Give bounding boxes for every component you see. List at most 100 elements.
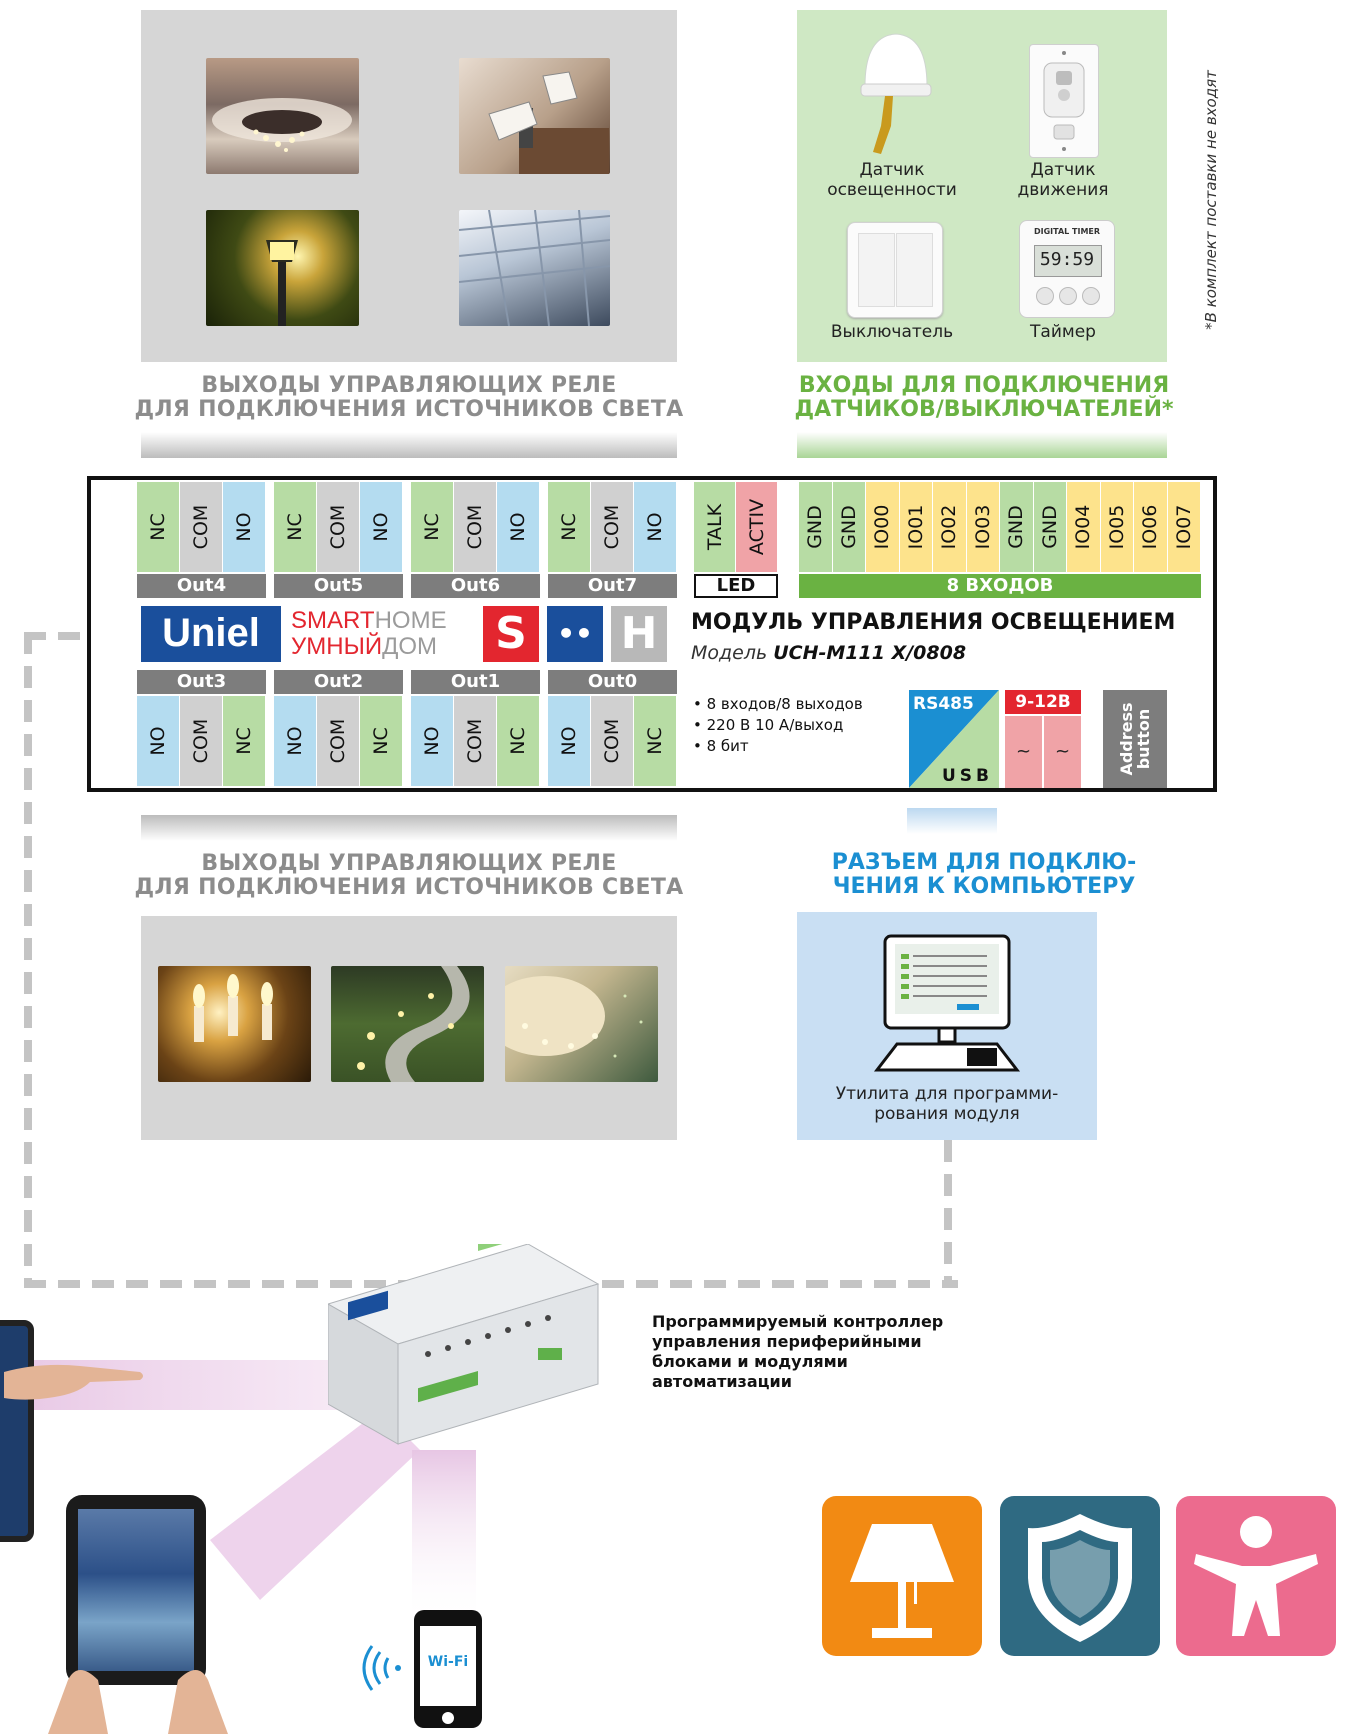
relay-outputs-heading-top: ВЫХОДЫ УПРАВЛЯЮЩИХ РЕЛЕ ДЛЯ ПОДКЛЮЧЕНИЯ … <box>120 374 698 422</box>
term-no[interactable]: NO <box>411 696 454 786</box>
ceiling-panel-photo <box>459 210 610 326</box>
term-label: NC <box>370 727 392 755</box>
heading-line-1: ВЫХОДЫ УПРАВЛЯЮЩИХ РЕЛЕ <box>201 851 617 876</box>
term-label: NO <box>558 726 580 756</box>
term-nc[interactable]: NC <box>497 696 540 786</box>
output-label: Out5 <box>274 574 403 598</box>
controller-caption: Программируемый контроллер управления пе… <box>652 1312 943 1392</box>
term-no[interactable]: NO <box>223 482 266 572</box>
term-label: NO <box>644 512 666 542</box>
candle-chandelier-photo <box>158 966 311 1082</box>
term-nc[interactable]: NC <box>137 482 180 572</box>
caption-line: Программируемый контроллер <box>652 1312 944 1331</box>
term-talk[interactable]: TALK <box>694 482 736 572</box>
term-io06[interactable]: IO06 <box>1134 482 1168 572</box>
term-nc[interactable]: NC <box>411 482 454 572</box>
term-label: NO <box>147 726 169 756</box>
ceiling-light-photo <box>206 58 359 174</box>
term-io04[interactable]: IO04 <box>1067 482 1101 572</box>
term-io07[interactable]: IO07 <box>1167 482 1201 572</box>
term-nc[interactable]: NC <box>223 696 266 786</box>
dashed-link-right <box>944 1140 952 1288</box>
term-com[interactable]: COM <box>317 696 360 786</box>
term-gnd[interactable]: GND <box>832 482 866 572</box>
output-label: Out3 <box>137 670 266 694</box>
caption-line-1: Утилита для программи- <box>835 1084 1059 1104</box>
shield-icon <box>1000 1496 1160 1656</box>
term-com[interactable]: COM <box>454 696 497 786</box>
green-connector-bar <box>797 432 1167 458</box>
label-line-2: освещенности <box>827 180 957 200</box>
power-term-1[interactable]: ~ <box>1005 716 1042 788</box>
timer-image: DIGITAL TIMER 59:59 <box>1019 220 1115 318</box>
term-label: ACTIV <box>745 498 768 556</box>
heading-line-2: ДЛЯ ПОДКЛЮЧЕНИЯ ИСТОЧНИКОВ СВЕТА <box>134 875 684 900</box>
term-no[interactable]: NO <box>360 482 403 572</box>
smart-home-logo: SMARTHOME УМНЫЙДОМ <box>291 608 461 664</box>
term-io02[interactable]: IO02 <box>933 482 967 572</box>
term-com[interactable]: COM <box>180 482 223 572</box>
term-label: GND <box>1005 505 1028 549</box>
wall-tablet[interactable] <box>0 1320 34 1542</box>
term-gnd[interactable]: GND <box>1000 482 1034 572</box>
spec-item: • 8 бит <box>693 737 749 755</box>
term-nc[interactable]: NC <box>360 696 403 786</box>
computer-icon <box>867 932 1027 1072</box>
term-label: NC <box>558 513 580 541</box>
term-label: IO05 <box>1105 504 1128 550</box>
term-no[interactable]: NO <box>137 696 180 786</box>
term-no[interactable]: NO <box>274 696 317 786</box>
model-number: UCH-M111 X/0808 <box>773 642 967 664</box>
power-term-2[interactable]: ~ <box>1044 716 1081 788</box>
inputs-label: 8 ВХОДОВ <box>799 574 1201 598</box>
term-com[interactable]: COM <box>591 696 634 786</box>
term-activ[interactable]: ACTIV <box>736 482 778 572</box>
term-com[interactable]: COM <box>591 482 634 572</box>
wifi-label: Wi-Fi <box>427 1654 469 1670</box>
rs485-usb-port[interactable]: RS485 USB <box>909 690 999 788</box>
dots-logo-icon: •• <box>547 606 603 662</box>
term-label: NO <box>233 512 255 542</box>
gray-connector-bar-bottom <box>141 815 677 841</box>
home-word: HOME <box>374 607 447 634</box>
term-label: NC <box>644 727 666 755</box>
term-nc[interactable]: NC <box>274 482 317 572</box>
term-nc[interactable]: NC <box>634 696 677 786</box>
dom-word: ДОМ <box>382 633 437 660</box>
term-gnd[interactable]: GND <box>1033 482 1067 572</box>
term-io03[interactable]: IO03 <box>966 482 1000 572</box>
rs485-label: RS485 <box>913 694 974 714</box>
heading-line-1: РАЗЪЕМ ДЛЯ ПОДКЛЮ- <box>831 850 1137 875</box>
output-label: Out6 <box>411 574 540 598</box>
term-no[interactable]: NO <box>634 482 677 572</box>
term-label: COM <box>464 504 486 550</box>
term-com[interactable]: COM <box>317 482 360 572</box>
term-label: TALK <box>703 503 726 551</box>
term-nc[interactable]: NC <box>548 482 591 572</box>
smartphone[interactable]: Wi-Fi <box>414 1610 482 1728</box>
spec-item: • 8 входов/8 выходов <box>693 695 863 713</box>
term-label: IO03 <box>971 504 994 550</box>
term-com[interactable]: COM <box>454 482 497 572</box>
term-com[interactable]: COM <box>180 696 223 786</box>
term-io00[interactable]: IO00 <box>866 482 900 572</box>
term-no[interactable]: NO <box>548 696 591 786</box>
term-io01[interactable]: IO01 <box>899 482 933 572</box>
power-label: 9-12В <box>1005 690 1081 714</box>
garden-lamp-photo <box>206 210 359 326</box>
pc-utility-panel: Утилита для программи- рования модуля <box>797 912 1097 1140</box>
term-no[interactable]: NO <box>497 482 540 572</box>
term-label: NO <box>507 512 529 542</box>
s-logo-icon: S <box>483 606 539 662</box>
term-io05[interactable]: IO05 <box>1100 482 1134 572</box>
term-label: IO00 <box>871 504 894 550</box>
term-label: NC <box>147 513 169 541</box>
term-label: GND <box>1038 505 1061 549</box>
dashed-link-top <box>24 632 88 640</box>
term-label: IO06 <box>1139 504 1162 550</box>
handheld-tablet[interactable] <box>66 1495 206 1685</box>
term-gnd[interactable]: GND <box>799 482 833 572</box>
term-label: NO <box>284 726 306 756</box>
address-button[interactable]: Address button <box>1103 690 1167 788</box>
switch-label: Выключатель <box>807 322 977 342</box>
